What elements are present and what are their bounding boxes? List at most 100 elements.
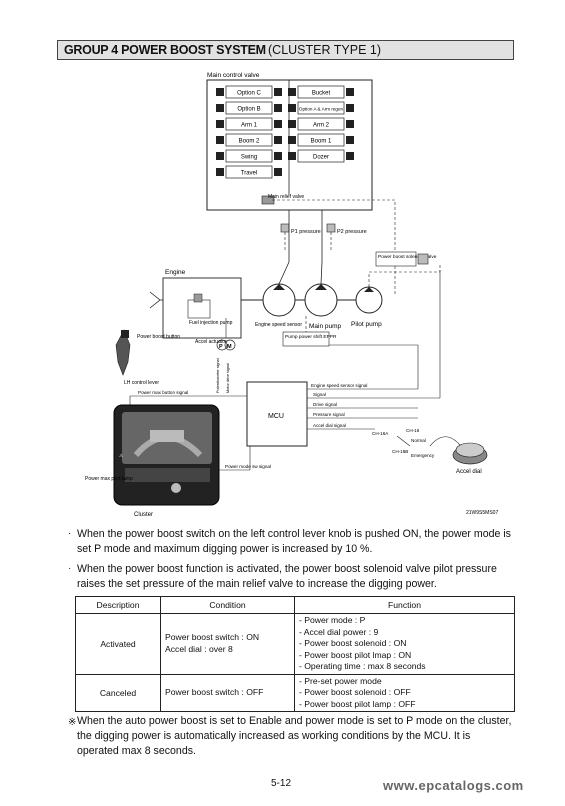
accel-actuator-label: Accel actuator bbox=[195, 339, 227, 345]
main-control-valve bbox=[206, 79, 373, 211]
note-auto-power-boost: When the auto power boost is set to Enab… bbox=[77, 715, 512, 757]
port-marker bbox=[274, 136, 282, 144]
paragraph-power-boost-function: When the power boost function is activat… bbox=[77, 563, 497, 590]
port-marker bbox=[346, 104, 354, 112]
pilot-pump-label: Pilot pump bbox=[351, 321, 382, 328]
emergency-label: Emergency bbox=[411, 453, 435, 458]
ch16b-label: CH-16B bbox=[392, 449, 408, 454]
port-marker bbox=[288, 136, 296, 144]
power-max-pilot-lamp-label: Power max pilot lamp bbox=[85, 476, 133, 482]
pressure-signal-label: Pressure signal bbox=[313, 412, 345, 417]
valve-label: Arm 1 bbox=[241, 123, 258, 129]
engine-label: Engine bbox=[165, 269, 186, 276]
valve-label: Boom 2 bbox=[239, 139, 260, 145]
port-marker bbox=[216, 136, 224, 144]
valve-spool bbox=[297, 117, 345, 131]
valve-spool bbox=[225, 165, 273, 179]
header-condition: Condition bbox=[160, 596, 295, 614]
condition-cell: Power boost switch : OFF bbox=[160, 673, 295, 712]
valve-label: Arm 2 bbox=[313, 123, 330, 129]
valve-spool bbox=[225, 101, 273, 115]
cluster-label: Cluster bbox=[134, 512, 153, 518]
main-control-valve-label: Main control valve bbox=[207, 72, 260, 79]
power-boost-button-label: Power boost button bbox=[137, 334, 180, 340]
section-header: GROUP 4 POWER BOOST SYSTEM (CLUSTER TYPE… bbox=[57, 40, 514, 60]
motor-drive-signal-label: Motor drive signal bbox=[226, 363, 230, 393]
bullet-1: · bbox=[68, 528, 72, 539]
valve-label: Swing bbox=[241, 155, 257, 161]
table-row: Canceled Power boost switch : OFF - Pre-… bbox=[75, 673, 515, 712]
valve-label: Travel bbox=[241, 171, 257, 177]
ch16a-label: CH-16A bbox=[372, 431, 389, 436]
table-header-row: Description Condition Function bbox=[75, 596, 515, 614]
valve-label: Option B bbox=[237, 107, 260, 113]
port-marker bbox=[216, 88, 224, 96]
valve-label: Boom 1 bbox=[311, 139, 332, 145]
figure-code: 21W9S5MS07 bbox=[466, 510, 498, 516]
valve-spool bbox=[297, 101, 345, 115]
header-function: Function bbox=[294, 596, 515, 614]
bullet-2: · bbox=[68, 563, 72, 574]
power-boost-solenoid-valve-label: Power boost solenoid valve bbox=[378, 254, 437, 260]
port-marker bbox=[274, 104, 282, 112]
drive-signal-label: Drive signal bbox=[313, 402, 337, 407]
svg-text:⚠: ⚠ bbox=[119, 453, 124, 458]
valve-spool bbox=[225, 133, 273, 147]
port-marker bbox=[288, 152, 296, 160]
power-boost-diagram: Main control valve Option C Option B Arm 1… bbox=[85, 72, 498, 518]
note-mark: ※ bbox=[68, 717, 77, 728]
valve-label: Option A & Arm regen bbox=[299, 107, 344, 112]
valve-spool bbox=[297, 149, 345, 163]
section-subtitle: (CLUSTER TYPE 1) bbox=[268, 43, 381, 57]
potentiometer-signal-label: Potentiometer signal bbox=[216, 358, 220, 393]
port-marker bbox=[288, 88, 296, 96]
engine-speed-sensor-label: Engine speed sensor bbox=[255, 322, 302, 328]
accel-dial-signal-label: Accel dial signal bbox=[313, 423, 346, 428]
section-title: GROUP 4 POWER BOOST SYSTEM bbox=[64, 43, 266, 57]
power-mode-sw-signal-label: Power mode sw signal bbox=[225, 464, 271, 469]
port-marker bbox=[216, 168, 224, 176]
valve-label: Option C bbox=[237, 91, 261, 97]
svg-text:M: M bbox=[227, 344, 232, 350]
condition-cell: Power boost switch : ON Accel dial : ove… bbox=[160, 613, 295, 675]
table-row: Activated Power boost switch : ON Accel … bbox=[75, 613, 515, 675]
engine bbox=[162, 277, 242, 339]
port-marker bbox=[274, 152, 282, 160]
main-relief-valve-label: Main relief valve bbox=[268, 194, 304, 200]
watermark: www.epcatalogs.com bbox=[383, 778, 524, 793]
valve-spool bbox=[297, 85, 345, 99]
engine-speed-sensor-signal-label: Engine speed sensor signal bbox=[311, 383, 367, 388]
port-marker bbox=[274, 120, 282, 128]
power-max-button-signal-label: Power max button signal bbox=[138, 390, 188, 395]
function-table: Description Condition Function Activated… bbox=[75, 596, 515, 712]
port-marker bbox=[288, 120, 296, 128]
signal-label: Signal bbox=[313, 392, 326, 397]
port-marker bbox=[216, 152, 224, 160]
page-number: 5-12 bbox=[271, 778, 292, 789]
port-marker bbox=[274, 88, 282, 96]
main-pump-label: Main pump bbox=[309, 323, 342, 330]
port-marker bbox=[346, 120, 354, 128]
valve-spool bbox=[297, 133, 345, 147]
port-marker bbox=[216, 104, 224, 112]
function-cell: - Pre-set power mode - Power boost solen… bbox=[294, 673, 515, 712]
svg-text:P: P bbox=[219, 344, 223, 350]
port-marker bbox=[346, 88, 354, 96]
normal-label: Normal bbox=[411, 438, 426, 443]
lh-control-lever-label: LH control lever bbox=[124, 380, 159, 386]
port-marker bbox=[274, 168, 282, 176]
valve-label: Bucket bbox=[312, 91, 331, 97]
description-cell: Canceled bbox=[75, 673, 161, 712]
ch16-label: CH-16 bbox=[406, 428, 420, 433]
mcu-label: MCU bbox=[268, 413, 284, 420]
accel-dial-label: Accel dial bbox=[456, 469, 482, 475]
header-description: Description bbox=[75, 596, 161, 614]
fuel-injection-pump-label: Fuel injection pump bbox=[189, 320, 233, 326]
valve-spool bbox=[225, 85, 273, 99]
paragraph-power-boost-switch: When the power boost switch on the left … bbox=[77, 528, 511, 555]
pump-power-shift-eppr-label: Pump power shift EPPR bbox=[285, 334, 337, 340]
port-marker bbox=[346, 152, 354, 160]
function-cell: - Power mode : P - Accel dial power : 9 … bbox=[294, 613, 515, 675]
valve-spool bbox=[225, 149, 273, 163]
